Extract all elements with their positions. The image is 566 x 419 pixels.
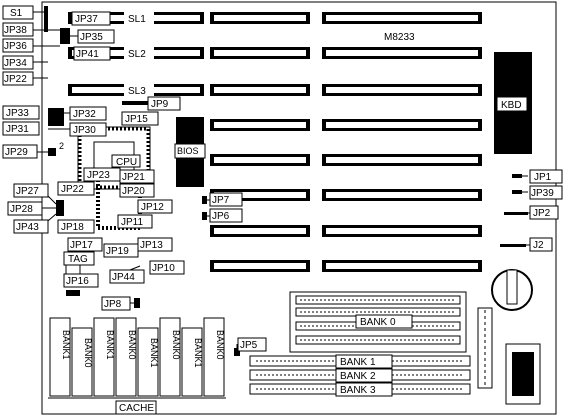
cache-bank-5: BANK1	[149, 338, 159, 368]
jp9-label: JP9	[151, 99, 169, 110]
jp32-label: JP32	[73, 109, 96, 120]
j2-label: J2	[533, 240, 544, 251]
jp13-label: JP13	[140, 240, 163, 251]
jumper-labels: S1 JP37 JP38 JP35 JP36 JP41 JP34 JP22 JP…	[2, 5, 563, 352]
slot-group-right	[322, 12, 482, 272]
leader-lines	[33, 11, 530, 348]
jp12-label: JP12	[141, 202, 164, 213]
jp18-label: JP18	[61, 222, 84, 233]
jp11-label: JP11	[121, 217, 143, 228]
cache-label: CACHE	[119, 403, 154, 414]
sl3-label: SL3	[128, 86, 146, 97]
sl2-label: SL2	[128, 49, 146, 60]
jp28-label: JP28	[10, 204, 33, 215]
jp2-label: JP2	[533, 208, 551, 219]
s1-label: S1	[10, 8, 23, 19]
jp38-label: JP38	[4, 25, 27, 36]
jp1-label: JP1	[534, 172, 552, 183]
jp39-label: JP39	[531, 188, 554, 199]
bank1-label: BANK 1	[340, 357, 376, 368]
model-label: M8233	[384, 32, 415, 43]
cpu-label: CPU	[116, 157, 137, 168]
jp31-label: JP31	[6, 124, 29, 135]
cache-bank-7: BANK1	[193, 338, 203, 368]
jp15-label: JP15	[125, 114, 148, 125]
jp23-label: JP23	[87, 170, 110, 181]
jp21-label: JP21	[122, 172, 145, 183]
jp33-label: JP33	[6, 108, 29, 119]
jp22b-label: JP22	[61, 184, 84, 195]
bank0-label: BANK 0	[360, 317, 396, 328]
kbd-label: KBD	[501, 100, 522, 111]
bios-label: BIOS	[177, 146, 199, 156]
jp27-label: JP27	[16, 186, 39, 197]
slot-group-middle	[210, 12, 310, 272]
jp22-label: JP22	[4, 74, 27, 85]
jp6-label: JP6	[212, 211, 230, 222]
pin2-label: 2	[59, 141, 64, 151]
jp5-label: JP5	[240, 340, 258, 351]
cache-bank-8: BANK0	[215, 330, 225, 360]
jp37-label: JP37	[75, 14, 98, 25]
jp36-label: JP36	[4, 41, 27, 52]
bank3-label: BANK 3	[340, 385, 376, 396]
jp19-label: JP19	[106, 246, 129, 257]
cache-chips	[49, 317, 225, 397]
jp35-label: JP35	[80, 32, 103, 43]
cache-bank-6: BANK0	[171, 330, 181, 360]
jp16-label: JP16	[66, 276, 89, 287]
sl1-label: SL1	[128, 14, 146, 25]
jp10-label: JP10	[152, 263, 175, 274]
jp43-label: JP43	[16, 222, 39, 233]
jp34-label: JP34	[4, 58, 27, 69]
jp20-label: JP20	[122, 186, 145, 197]
tag-label: TAG	[68, 254, 88, 265]
jp17-label: JP17	[70, 240, 93, 251]
cache-bank-2: BANK0	[83, 338, 93, 368]
jp41-label: JP41	[76, 49, 99, 60]
jp29-label: JP29	[5, 147, 28, 158]
cache-bank-4: BANK0	[127, 330, 137, 360]
jp30-label: JP30	[73, 125, 96, 136]
jp7-label: JP7	[212, 195, 230, 206]
jp44-label: JP44	[112, 272, 135, 283]
bank2-label: BANK 2	[340, 371, 376, 382]
cache-bank-1: BANK1	[61, 330, 71, 360]
cache-bank-3: BANK1	[105, 330, 115, 360]
jp8-label: JP8	[104, 299, 122, 310]
